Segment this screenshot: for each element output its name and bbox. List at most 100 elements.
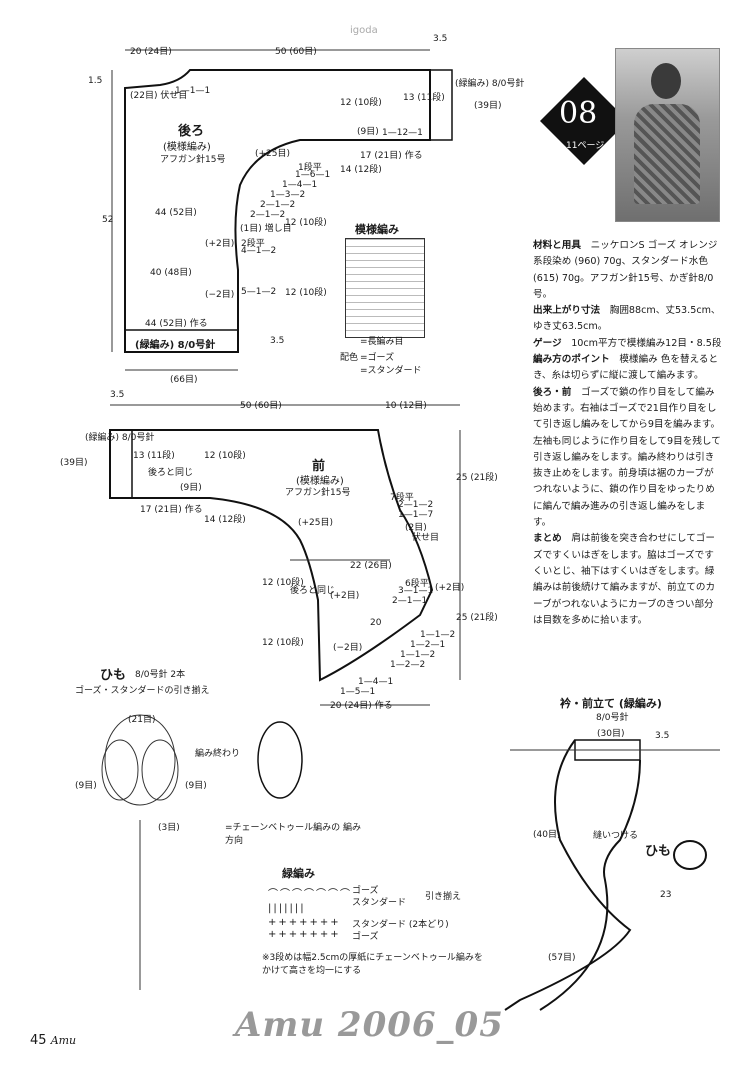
back-inc25: (+25目) <box>255 149 291 159</box>
cord-knot-diagram <box>257 721 303 799</box>
back-pattern: (模様編み) <box>163 142 211 153</box>
back-w40: 40 (48目) <box>150 268 192 278</box>
back-r9: (9目) <box>357 127 379 137</box>
front-same2: 後ろと同じ <box>290 586 336 596</box>
model-photo <box>615 48 720 222</box>
collar-sew: 縫いつける <box>593 831 639 841</box>
magazine-footer: Amu 2006_05 <box>235 1005 504 1045</box>
back-step-0: 1段平 <box>298 163 322 173</box>
collar-inner <box>539 759 641 1011</box>
back-r13: 13 (11段) <box>403 93 445 103</box>
back-step-6: (1目) 増し目 <box>240 224 292 234</box>
back-top-right: 50 (60目) <box>275 47 317 57</box>
back-d512: 5—1—2 <box>241 287 277 297</box>
edge-chart-title: 緑編み <box>282 867 315 880</box>
front-mid-1: 3—1—1 <box>398 586 434 596</box>
front-bottom-1: 1—2—1 <box>410 640 446 650</box>
front-top10: 10 (12目) <box>385 401 427 411</box>
front-l13: 13 (11段) <box>133 451 175 461</box>
edge-chart-row3: ⌒⌒⌒⌒⌒⌒⌒ <box>268 889 352 900</box>
front-bottom-0: 1—1—2 <box>420 630 456 640</box>
back-r12a: 12 (10段) <box>340 98 382 108</box>
front-bottom20: 20 (24目) 作る <box>330 701 393 711</box>
info-finish: まとめ 肩は前後を突き合わせにしてゴーズですくいはぎをします。脇はゴーズですくい… <box>533 533 716 626</box>
info-size: 出来上がり寸法 胸囲88cm、丈53.5cm、ゆき丈63.5cm。 <box>533 305 721 333</box>
back-sleeve-band <box>429 69 453 141</box>
back-step-4: 2—1—2 <box>260 200 296 210</box>
front-m12a: 12 (10段) <box>262 578 304 588</box>
edge-chart-s: スタンダード <box>352 898 407 908</box>
edge-chart-row1a: +++++++ <box>268 917 341 928</box>
collar-t35: 3.5 <box>655 731 670 741</box>
front-left39: (39目) <box>60 458 88 468</box>
front-edge: (緑編み) 8/0号針 <box>85 433 155 443</box>
cord-chain-note: =チェーンベトゥール編みの 編み方向 <box>225 823 361 846</box>
front-l12: 12 (10段) <box>204 451 246 461</box>
cord-m9b: (9目) <box>185 781 207 791</box>
back-step-2: 1—4—1 <box>282 180 318 190</box>
front-l9: (9目) <box>180 483 202 493</box>
collar-outer <box>504 739 632 1011</box>
chart-legend-3: =スタンダード <box>360 366 422 376</box>
front-l14: 14 (12段) <box>204 515 246 525</box>
front-top35: 3.5 <box>110 390 125 400</box>
back-inc2: (+2目) <box>205 239 235 249</box>
collar-m23: 23 <box>660 890 672 900</box>
front-bottom-2: 1—1—2 <box>400 650 436 660</box>
front-neck-0: 7段平 <box>390 493 414 503</box>
pattern-number-badge <box>540 77 628 165</box>
cord-m3: (3目) <box>158 823 180 833</box>
watermark-text: igoda <box>350 25 378 36</box>
front-dec2: (−2目) <box>333 643 363 653</box>
cord-loop <box>673 840 707 870</box>
back-r14: 14 (12段) <box>340 165 382 175</box>
chart-legend-label: 配色 <box>340 353 359 363</box>
back-r12b: 12 (10段) <box>285 218 327 228</box>
front-pattern: (模様編み) <box>296 476 344 487</box>
front-needle: アフガン針15号 <box>285 488 351 498</box>
front-mid-0: 6段平 <box>405 579 429 589</box>
back-r12c: 12 (10段) <box>285 288 327 298</box>
front-top50: 50 (60目) <box>240 401 282 411</box>
back-w44b: 44 (52目) 作る <box>145 319 208 329</box>
back-height52: 52 <box>102 215 114 225</box>
back-dec2: (−2目) <box>205 290 235 300</box>
collar-title: 衿・前立て (緑編み) <box>560 697 662 710</box>
info-body: 後ろ・前 ゴーズで鎖の作り目をして編み始めます。右袖はゴーズで21目作り目をして… <box>533 386 721 529</box>
cord-petal-right <box>141 739 179 801</box>
front-inc25: (+25目) <box>298 518 334 528</box>
front-title: 前 <box>312 459 326 474</box>
back-w44: 44 (52目) <box>155 208 197 218</box>
cord-petal-left <box>101 739 139 801</box>
edge-chart-row1b: +++++++ <box>268 929 341 940</box>
collar-needle: 8/0号針 <box>596 713 629 723</box>
back-d412: 4—1—2 <box>241 246 277 256</box>
back-hem-band <box>124 329 239 353</box>
back-edge-right: (緑編み) 8/0号針 <box>455 79 525 89</box>
info-point: 編み方のポイント 模様編み 色を替えるとき、糸は切らずに縦に渡して編みます。 <box>533 354 719 382</box>
badge-page-ref: 11ページ <box>566 141 605 151</box>
back-step-1: 1—6—1 <box>295 170 331 180</box>
cord-needle: 8/0号針 2本 <box>135 670 186 680</box>
back-r35: 3.5 <box>270 336 285 346</box>
front-bottom-4: 1—4—1 <box>358 677 394 687</box>
info-materials: 材料と用具 ニッケロンS ゴーズ オレンジ系段染め (960) 70g、スタンダ… <box>533 240 718 300</box>
collar-m40: (40目) <box>533 830 561 840</box>
front-inc2: (+2目) <box>330 591 360 601</box>
back-dan2: 2段平 <box>241 239 265 249</box>
collar-m57: (57目) <box>548 953 576 963</box>
back-piece-outline <box>124 69 431 353</box>
badge-number: 08 <box>559 96 598 131</box>
front-bottom-3: 1—2—2 <box>390 660 426 670</box>
front-w20: 20 <box>370 618 382 628</box>
front-neck-2: 1—1—7 <box>398 510 434 520</box>
cord-end: 編み終わり <box>195 749 241 759</box>
collar-m30: (30目) <box>597 729 625 739</box>
back-step1: 1—1—1 <box>175 86 211 96</box>
edge-chart-pull: 引き揃え <box>425 892 462 902</box>
front-bottom-5: 1—5—1 <box>340 687 376 697</box>
back-top-35: 3.5 <box>433 34 448 44</box>
collar-cord: ひも <box>645 844 672 859</box>
pattern-chart <box>345 238 425 338</box>
